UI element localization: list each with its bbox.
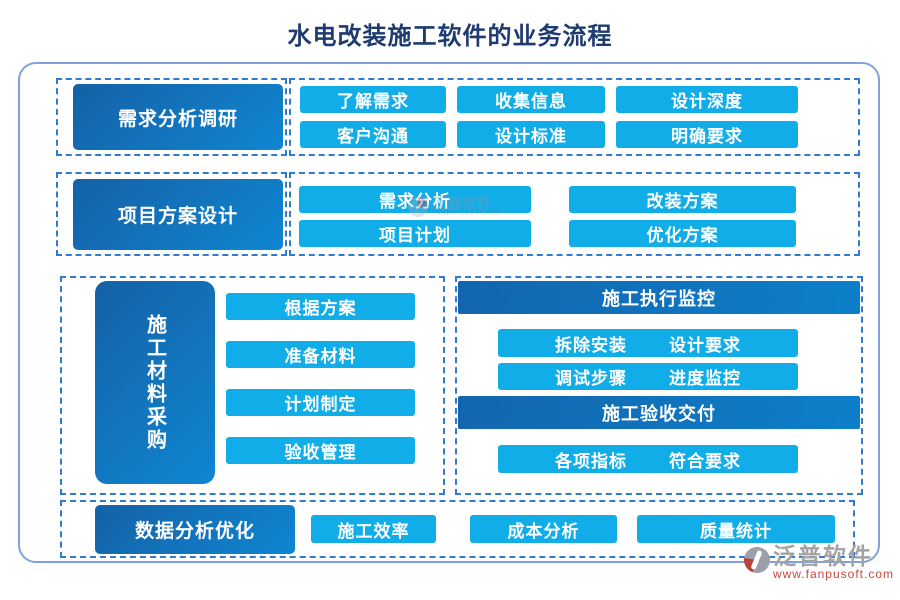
node-clarify-requirements: 明确要求 — [616, 121, 798, 148]
node-understand-needs: 了解需求 — [300, 86, 446, 113]
page-title: 水电改装施工软件的业务流程 — [287, 23, 613, 50]
node-demolition-install: 拆除安装 — [555, 335, 627, 355]
fanpu-logo[interactable]: 泛普软件 www.fanpusoft.com — [743, 543, 894, 582]
node-plan-making: 计划制定 — [226, 389, 415, 416]
header-acceptance-delivery: 施工验收交付 — [458, 396, 860, 429]
design-label-frame — [56, 172, 287, 256]
node-client-communication: 客户沟通 — [300, 121, 446, 148]
node-design-depth: 设计深度 — [616, 86, 798, 113]
fanpu-brand-name: 泛普软件 — [772, 543, 873, 569]
execution-frame — [455, 276, 863, 495]
node-meet-requirements: 符合要求 — [669, 451, 741, 471]
node-acceptance-management: 验收管理 — [226, 437, 415, 464]
node-design-standard: 设计标准 — [457, 121, 605, 148]
node-prepare-materials: 准备材料 — [226, 341, 415, 368]
stage-data-analysis: 数据分析优化 — [95, 505, 295, 554]
node-project-schedule: 项目计划 — [299, 220, 531, 247]
node-renovation-plan: 改装方案 — [569, 186, 796, 213]
node-design-requirements: 设计要求 — [669, 335, 741, 355]
fanpu-website-url[interactable]: www.fanpusoft.com — [772, 567, 894, 582]
node-optimize-plan: 优化方案 — [569, 220, 796, 247]
node-debug-steps: 调试步骤 — [555, 369, 627, 388]
design-buttons-frame — [289, 172, 860, 256]
stage-project-plan-design: 项目方案设计 — [73, 179, 283, 250]
node-demand-analysis: 需求分析 — [299, 186, 531, 213]
diagram-frame — [18, 62, 880, 563]
analytics-frame — [60, 500, 855, 558]
node-demolition-install-design-req: 拆除安装 设计要求 — [498, 329, 798, 357]
node-all-indicators: 各项指标 — [555, 451, 627, 471]
node-cost-analysis: 成本分析 — [470, 515, 617, 543]
material-frame — [60, 276, 445, 495]
node-construction-efficiency: 施工效率 — [311, 515, 436, 543]
node-debug-steps-progress: 调试步骤 进度监控 — [498, 363, 798, 390]
node-collect-info: 收集信息 — [457, 86, 605, 113]
stage-demand-analysis: 需求分析调研 — [73, 84, 283, 150]
node-progress-monitoring: 进度监控 — [669, 369, 741, 388]
demand-label-frame — [56, 78, 287, 156]
node-per-plan: 根据方案 — [226, 293, 415, 320]
node-indicators-compliance: 各项指标 符合要求 — [498, 445, 798, 473]
fanpu-logo-icon — [743, 547, 770, 573]
stage-material-procurement: 施工材料采购 — [95, 281, 215, 484]
demand-buttons-frame — [289, 78, 860, 156]
header-execution-monitoring: 施工执行监控 — [458, 281, 860, 314]
node-quality-statistics: 质量统计 — [637, 515, 835, 543]
